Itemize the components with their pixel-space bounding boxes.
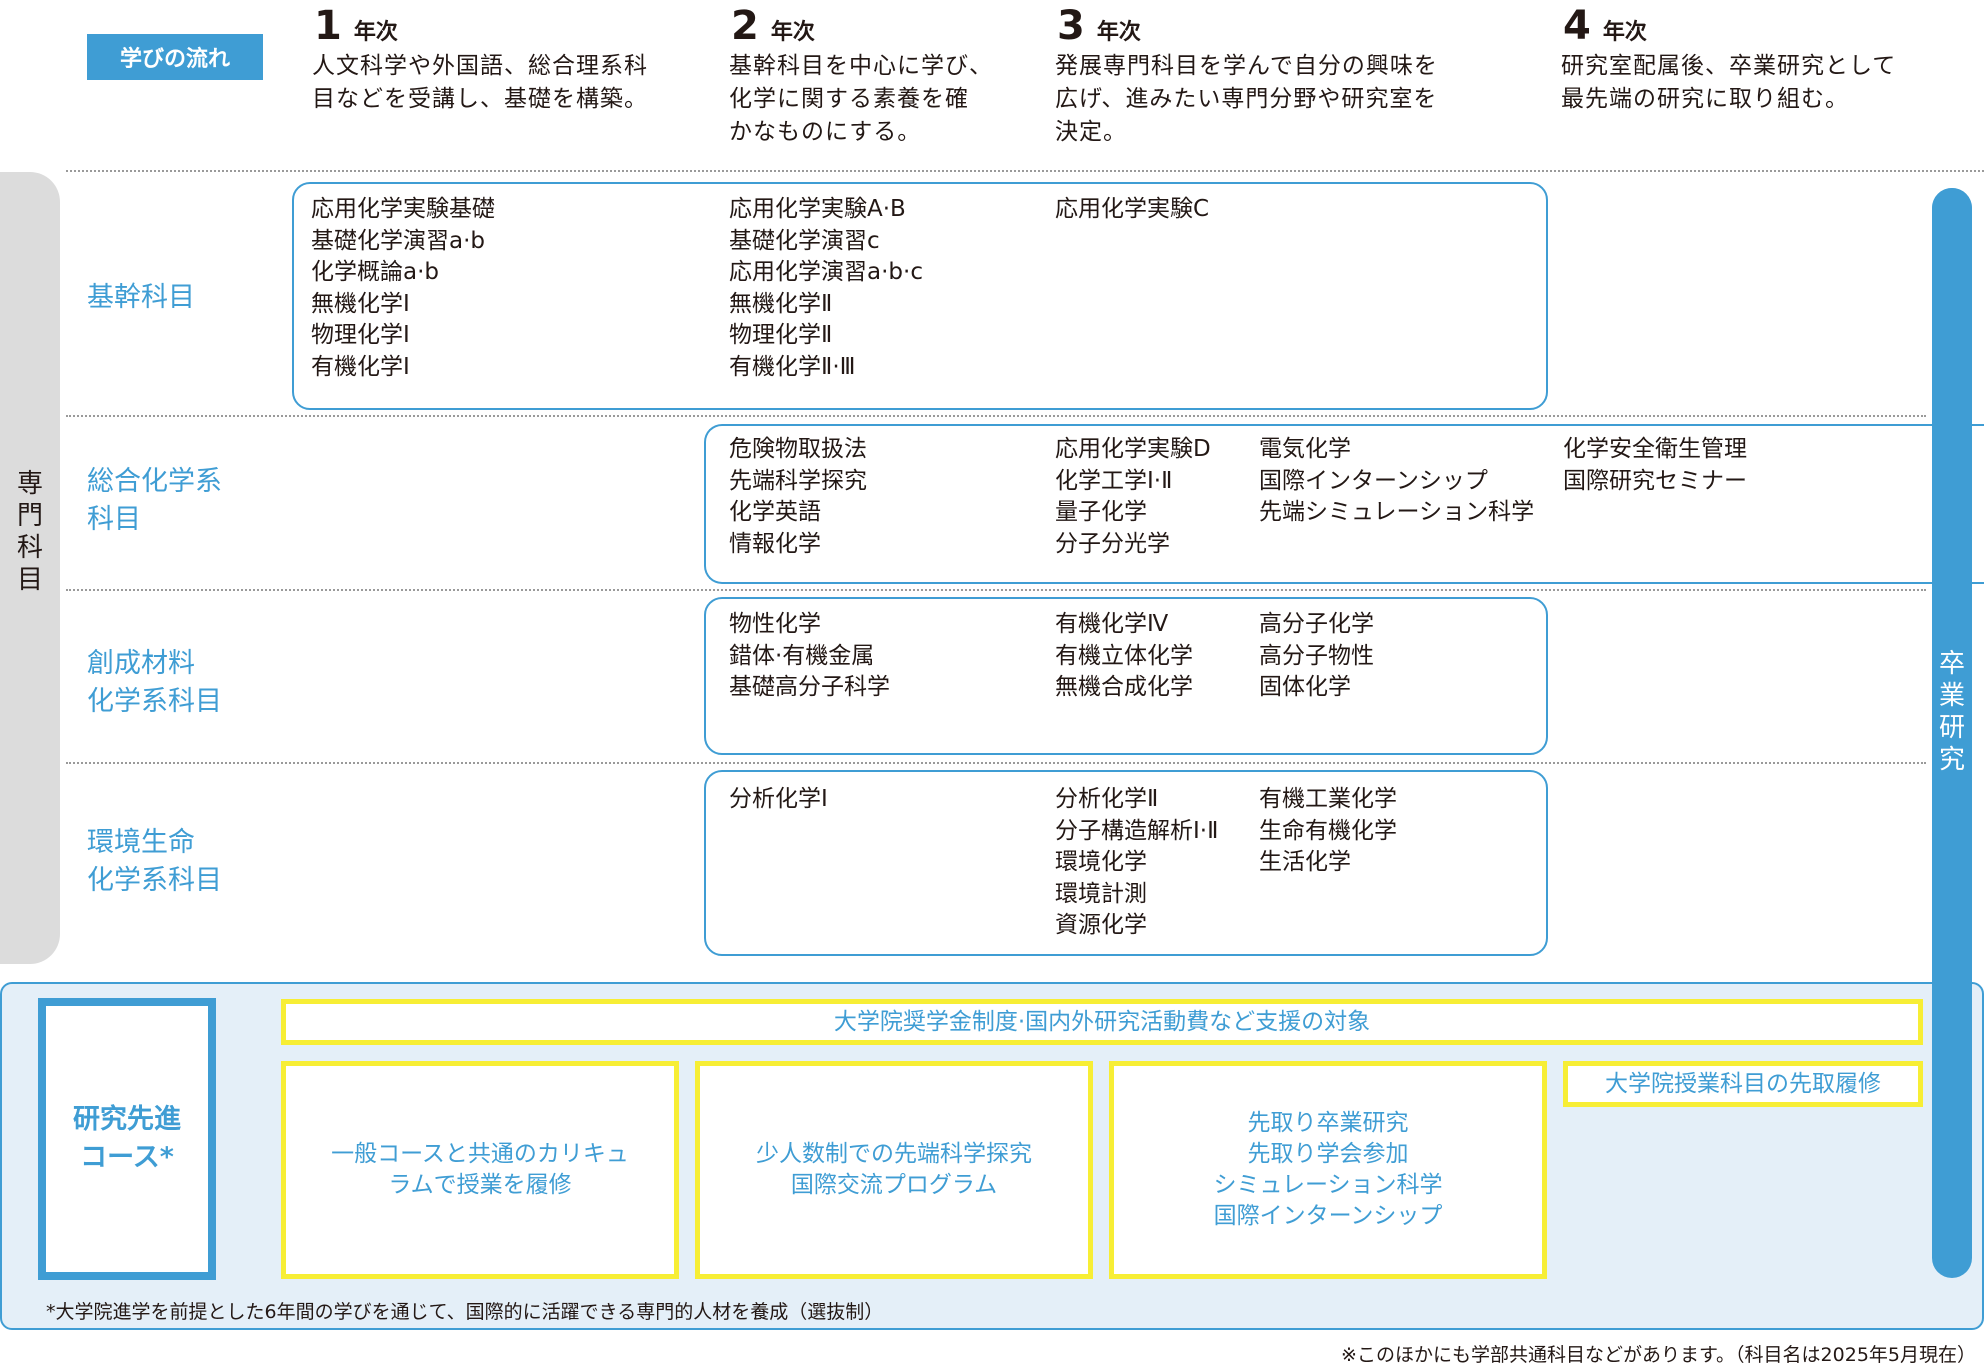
kankyo-year2-list: 分析化学Ⅰ [729, 784, 828, 816]
footer-note: ※このほかにも学部共通科目などがあります。（科目名は2025年5月現在） [1341, 1344, 1976, 1366]
senmon-side-bar [0, 172, 60, 964]
list-item: 基礎化学演習c [729, 227, 880, 254]
kankyo-box [704, 770, 1548, 956]
list-item: 錯体·有機金属 [729, 642, 875, 669]
category-sosei: 創成材料化学系科目 [87, 648, 222, 717]
list-item: 分析化学Ⅰ [729, 786, 828, 812]
year-3-description: 発展専門科目を学んで自分の興味を広げ、進みたい専門分野や研究室を決定。 [1055, 53, 1438, 145]
learning-flow-tag: 学びの流れ [87, 34, 263, 80]
list-item: 分子分光学 [1055, 530, 1170, 557]
year-2-description: 基幹科目を中心に学び、化学に関する素養を確かなものにする。 [729, 53, 993, 145]
advanced-box-1: 一般コースと共通のカリキュラムで授業を履修 [281, 1061, 679, 1279]
list-item: 分子構造解析Ⅰ·Ⅱ [1055, 817, 1219, 844]
list-item: 化学工学Ⅰ·Ⅱ [1055, 467, 1173, 494]
kankyo-year3-list-a: 分析化学Ⅱ 分子構造解析Ⅰ·Ⅱ 環境化学 環境計測 資源化学 [1055, 784, 1218, 942]
list-item: 先端シミュレーション科学 [1259, 499, 1535, 525]
list-item: 環境化学 [1055, 849, 1147, 875]
year-4-description: 研究室配属後、卒業研究として最先端の研究に取り組む。 [1561, 53, 1897, 112]
list-item: 物理化学Ⅱ [729, 322, 833, 348]
list-item: 有機化学Ⅱ·Ⅲ [729, 353, 856, 380]
graduation-research-bar-overlay [1932, 188, 1972, 1278]
separator [66, 762, 1926, 764]
list-item: 先端科学探究 [729, 467, 867, 494]
list-item: 量子化学 [1055, 499, 1147, 525]
list-item: 有機立体化学 [1055, 642, 1193, 669]
list-item: 国際インターンシップ [1259, 467, 1488, 494]
list-item: 応用化学実験基礎 [311, 196, 495, 222]
list-item: 危険物取扱法 [729, 436, 867, 462]
year-1-description: 人文科学や外国語、総合理系科目などを受講し、基礎を構築。 [312, 53, 648, 112]
list-item: 資源化学 [1055, 912, 1147, 938]
sosei-year3-list-b: 高分子化学 高分子物性 固体化学 [1259, 609, 1374, 704]
sogo-year3-list-b: 電気化学 国際インターンシップ 先端シミュレーション科学 [1259, 434, 1534, 529]
list-item: 基礎化学演習a·b [311, 227, 486, 254]
kikan-year1-list: 応用化学実験基礎 基礎化学演習a·b 化学概論a·b 無機化学Ⅰ 物理化学Ⅰ 有… [311, 194, 495, 383]
kikan-year2-list: 応用化学実験A·B 基礎化学演習c 応用化学演習a·b·c 無機化学Ⅱ 物理化学… [729, 194, 923, 383]
sogo-box [704, 424, 1984, 584]
list-item: 有機工業化学 [1259, 786, 1397, 812]
list-item: 生命有機化学 [1259, 817, 1397, 844]
list-item: 環境計測 [1055, 880, 1147, 907]
list-item: 化学概論a·b [311, 259, 440, 285]
list-item: 基礎高分子科学 [729, 674, 890, 700]
support-banner: 大学院奨学金制度·国内外研究活動費など支援の対象 [281, 999, 1923, 1045]
separator [66, 415, 1926, 417]
list-item: 分析化学Ⅱ [1055, 786, 1159, 812]
kikan-box [292, 182, 1548, 410]
list-item: 応用化学実験A·B [729, 196, 906, 222]
list-item: 化学英語 [729, 499, 821, 525]
list-item: 無機化学Ⅰ [311, 290, 410, 317]
sogo-year3-list-a: 応用化学実験D 化学工学Ⅰ·Ⅱ 量子化学 分子分光学 [1055, 434, 1211, 560]
list-item: 無機化学Ⅱ [729, 290, 833, 317]
list-item: 応用化学演習a·b·c [729, 259, 923, 285]
list-item: 有機化学Ⅳ [1055, 611, 1169, 637]
advanced-course-note: *大学院進学を前提とした6年間の学びを通じて、国際的に活躍できる専門的人材を養成… [46, 1301, 884, 1323]
kikan-year3-list: 応用化学実験C [1055, 194, 1209, 226]
category-sogo: 総合化学系科目 [87, 466, 222, 535]
list-item: 高分子物性 [1259, 642, 1374, 669]
advanced-box-4: 大学院授業科目の先取履修 [1563, 1061, 1923, 1107]
list-item: 固体化学 [1259, 674, 1351, 700]
list-item: 物性化学 [729, 611, 821, 637]
list-item: 電気化学 [1259, 436, 1351, 462]
sosei-box [704, 597, 1548, 755]
list-item: 情報化学 [729, 530, 821, 557]
category-kikan: 基幹科目 [87, 282, 195, 313]
graduation-research-label-overlay: 卒業研究 [1938, 649, 1965, 775]
sogo-year4-list: 化学安全衛生管理 国際研究セミナー [1563, 434, 1747, 497]
category-kankyo: 環境生命化学系科目 [87, 827, 222, 896]
sosei-year3-list-a: 有機化学Ⅳ 有機立体化学 無機合成化学 [1055, 609, 1193, 704]
advanced-box-3: 先取り卒業研究先取り学会参加シミュレーション科学国際インターンシップ [1109, 1061, 1547, 1279]
advanced-box-2: 少人数制での先端科学探究国際交流プログラム [695, 1061, 1093, 1279]
senmon-label: 専門科目 [16, 469, 43, 595]
advanced-course-title: 研究先進コース* [38, 998, 216, 1280]
list-item: 無機合成化学 [1055, 674, 1193, 700]
list-item: 国際研究セミナー [1563, 467, 1747, 494]
list-item: 物理化学Ⅰ [311, 322, 410, 348]
list-item: 生活化学 [1259, 849, 1351, 875]
list-item: 化学安全衛生管理 [1563, 436, 1747, 462]
sosei-year2-list: 物性化学 錯体·有機金属 基礎高分子科学 [729, 609, 890, 704]
list-item: 応用化学実験C [1055, 196, 1210, 222]
separator [66, 170, 1984, 172]
kankyo-year3-list-b: 有機工業化学 生命有機化学 生活化学 [1259, 784, 1397, 879]
sogo-year2-list: 危険物取扱法 先端科学探究 化学英語 情報化学 [729, 434, 867, 560]
list-item: 高分子化学 [1259, 611, 1374, 637]
list-item: 応用化学実験D [1055, 436, 1211, 462]
separator [66, 589, 1926, 591]
list-item: 有機化学Ⅰ [311, 353, 410, 380]
